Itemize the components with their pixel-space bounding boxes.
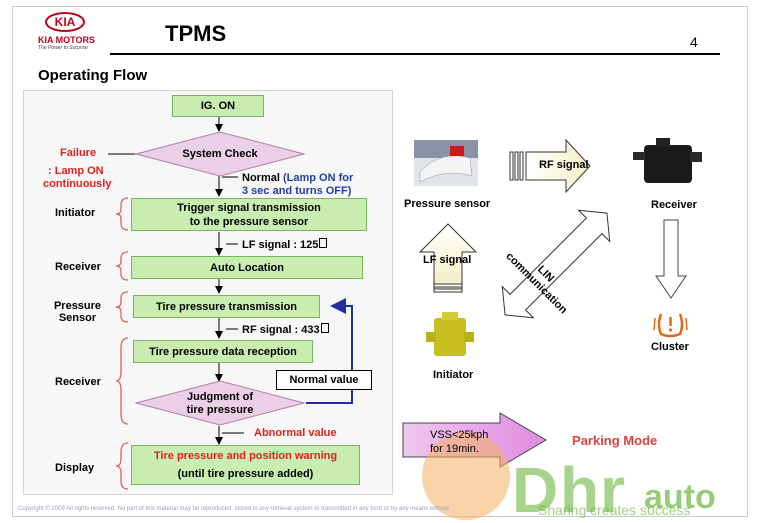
trigger-line1: Trigger signal transmission: [177, 201, 321, 214]
tire-pressure-transmission-box: Tire pressure transmission: [133, 295, 320, 318]
watermark-brand: auto: [644, 478, 716, 516]
lf-signal-label: LF signal : 125: [242, 238, 328, 252]
side-label-receiver-2: Receiver: [55, 376, 101, 388]
pressure-sensor-label: Pressure sensor: [404, 198, 491, 210]
section-subtitle: Operating Flow: [38, 67, 148, 84]
unit-glyph-icon: [320, 323, 329, 333]
abnormal-value-label: Abnormal value: [254, 427, 337, 439]
rf-signal-label: RF signal : 433: [242, 323, 329, 337]
side-label-display: Display: [55, 462, 95, 474]
side-label-initiator: Initiator: [55, 207, 96, 219]
cluster-tpms-icon: [653, 313, 688, 338]
judgment-diamond: [134, 380, 306, 426]
sensor-word: Sensor: [58, 312, 97, 324]
watermark-tagline: Sharing creates success: [538, 502, 691, 518]
normal-value-box: Normal value: [276, 370, 372, 390]
failure-note-line1: : Lamp ON: [48, 165, 104, 177]
cluster-label: Cluster: [651, 341, 689, 353]
kia-logo-tagline: The Power to Surprise: [38, 45, 88, 51]
pressure-sensor-image: [414, 140, 478, 186]
receiver-image: [633, 138, 702, 183]
system-check-diamond: [134, 131, 306, 177]
failure-note-line2: continuously: [43, 178, 112, 190]
rf-signal-arrow-label: RF signal: [539, 159, 589, 171]
rf-signal-text: RF signal : 433: [242, 324, 320, 336]
side-label-pressure-sensor: Pressure Sensor: [50, 300, 105, 324]
copyright-footer: Copyright © 2009 All rights reserved. No…: [18, 506, 449, 512]
vss-condition-label: VSS<25kph for 19min.: [430, 428, 488, 456]
normal-note-line1: (Lamp ON for: [282, 172, 354, 184]
lf-signal-text: LF signal : 125: [242, 239, 319, 251]
parking-mode-label: Parking Mode: [572, 433, 658, 448]
judgment-line1: Judgment of: [187, 391, 253, 403]
side-label-receiver-1: Receiver: [55, 261, 101, 273]
lin-communication-arrow: [501, 209, 611, 319]
svg-text:h: h: [560, 454, 599, 523]
watermark-logo: D h r: [422, 432, 625, 523]
warning-line1: Tire pressure and position warning: [153, 450, 338, 462]
trigger-line2: to the pressure sensor: [189, 215, 309, 228]
kia-logo-name: KIA MOTORS: [38, 35, 96, 45]
kia-logo-mark: KIA: [45, 12, 85, 32]
initiator-image: [426, 312, 474, 356]
slide-title: TPMS: [165, 21, 227, 46]
slide-frame: [12, 6, 748, 517]
svg-text:D: D: [512, 454, 558, 523]
receiver-to-cluster-arrow: [655, 219, 687, 299]
unit-glyph-icon: [319, 238, 328, 248]
data-reception-box: Tire pressure data reception: [133, 340, 313, 363]
initiator-label: Initiator: [433, 369, 474, 381]
warning-box: Tire pressure and position warning (unti…: [131, 445, 360, 485]
auto-location-box: Auto Location: [131, 256, 363, 279]
judgment-label: Judgment of tire pressure: [170, 391, 270, 417]
normal-note-line2: 3 sec and turns OFF): [242, 185, 352, 197]
lf-signal-arrow-label: LF signal: [423, 254, 472, 266]
normal-label: Normal: [242, 172, 280, 184]
trigger-signal-box: Trigger signal transmission to the press…: [131, 198, 367, 231]
lf-signal-arrow: [418, 223, 478, 293]
receiver-label: Receiver: [651, 199, 697, 211]
failure-label: Failure: [60, 147, 97, 159]
system-check-label: System Check: [182, 148, 258, 160]
title-divider: [110, 53, 720, 55]
svg-text:r: r: [600, 454, 625, 523]
judgment-line2: tire pressure: [186, 404, 254, 416]
vss-line1: VSS<25kph: [430, 429, 489, 441]
warning-line2: (until tire pressure added): [177, 468, 314, 480]
vss-line2: for 19min.: [430, 443, 479, 455]
page-number: 4: [690, 34, 698, 50]
rf-signal-arrow: [509, 138, 591, 194]
pressure-word: Pressure: [53, 300, 102, 312]
ig-on-box: IG. ON: [172, 95, 264, 117]
normal-path-label: Normal (Lamp ON for: [242, 172, 353, 185]
